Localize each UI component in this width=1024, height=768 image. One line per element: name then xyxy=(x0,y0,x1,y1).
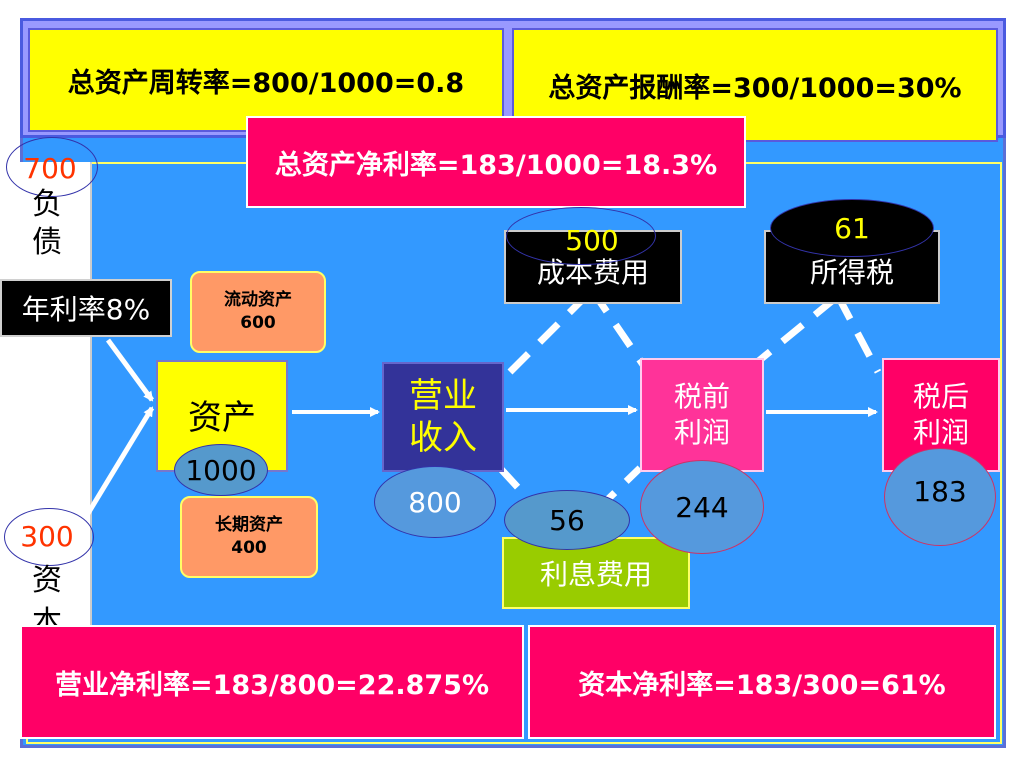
sales-net-margin-text: 营业净利率=183/800=22.875% xyxy=(54,669,490,701)
equity-label-char1: 资 xyxy=(32,563,62,598)
pretax-value: 244 xyxy=(675,490,729,524)
dash-pretax-to-tax xyxy=(747,293,841,371)
tax-value-ellipse: 61 xyxy=(770,199,934,257)
aftertax-value: 183 xyxy=(913,475,967,508)
pretax-label-line1: 税前 xyxy=(673,380,730,413)
aftertax-label-line2: 利润 xyxy=(912,416,969,449)
pretax-box: 税前 利润 xyxy=(640,358,764,472)
current-assets-label: 流动资产 xyxy=(224,290,292,311)
asset-net-margin-box: 总资产净利率=183/1000=18.3% xyxy=(246,116,746,208)
longterm-assets-label: 长期资产 xyxy=(215,515,283,536)
longterm-assets-box: 长期资产 400 xyxy=(180,496,318,578)
aftertax-label-line1: 税后 xyxy=(912,380,969,413)
current-assets-box: 流动资产 600 xyxy=(190,271,326,353)
asset-net-margin-text: 总资产净利率=183/1000=18.3% xyxy=(274,149,718,181)
current-assets-value: 600 xyxy=(240,313,276,333)
aftertax-value-ellipse: 183 xyxy=(884,448,996,546)
equity-net-margin-box: 资本净利率=183/300=61% xyxy=(528,625,996,739)
arrow-liability-to-assets xyxy=(105,338,155,402)
pretax-value-ellipse: 244 xyxy=(640,460,764,554)
equity-value: 300 xyxy=(20,519,74,553)
assets-label: 资产 xyxy=(188,398,256,438)
interest-label: 利息费用 xyxy=(539,558,652,591)
equity-label-char2: 本 xyxy=(32,605,62,628)
equity-value-ellipse xyxy=(4,508,94,566)
interest-value-ellipse: 56 xyxy=(504,490,630,550)
interest-value: 56 xyxy=(549,503,585,537)
assets-box: 资产 xyxy=(156,360,288,472)
dash-tax-to-aftertax xyxy=(834,294,882,374)
interest-box: 利息费用 xyxy=(502,537,690,609)
liability-value: 700 xyxy=(23,151,77,185)
liability-label-char2: 债 xyxy=(32,225,62,260)
revenue-label-line2: 收入 xyxy=(409,418,477,458)
revenue-label-line1: 营业 xyxy=(409,376,477,416)
asset-return-text: 总资产报酬率=300/1000=30% xyxy=(548,72,962,104)
tax-value: 61 xyxy=(834,211,870,245)
assets-value-ellipse: 1000 xyxy=(174,444,268,496)
asset-turnover-text: 总资产周转率=800/1000=0.8 xyxy=(67,67,465,99)
arrow-equity-to-assets xyxy=(75,406,155,532)
equity-net-margin-text: 资本净利率=183/300=61% xyxy=(578,669,946,701)
revenue-value: 800 xyxy=(408,485,462,519)
cost-value: 500 xyxy=(565,223,619,257)
assets-value: 1000 xyxy=(185,453,257,487)
sales-net-margin-box: 营业净利率=183/800=22.875% xyxy=(20,625,524,739)
left-strip xyxy=(0,162,92,658)
liability-label-char1: 负 xyxy=(32,187,62,222)
annual-rate-text: 年利率8% xyxy=(21,293,151,326)
tax-label: 所得税 xyxy=(809,256,894,289)
longterm-assets-value: 400 xyxy=(231,538,267,558)
annual-rate-box: 年利率8% xyxy=(0,279,172,337)
pretax-label-line2: 利润 xyxy=(673,416,730,449)
revenue-box: 营业 收入 xyxy=(382,362,504,472)
liability-value-ellipse xyxy=(6,137,98,197)
revenue-value-ellipse: 800 xyxy=(374,466,496,538)
cost-value-ellipse xyxy=(506,207,656,265)
